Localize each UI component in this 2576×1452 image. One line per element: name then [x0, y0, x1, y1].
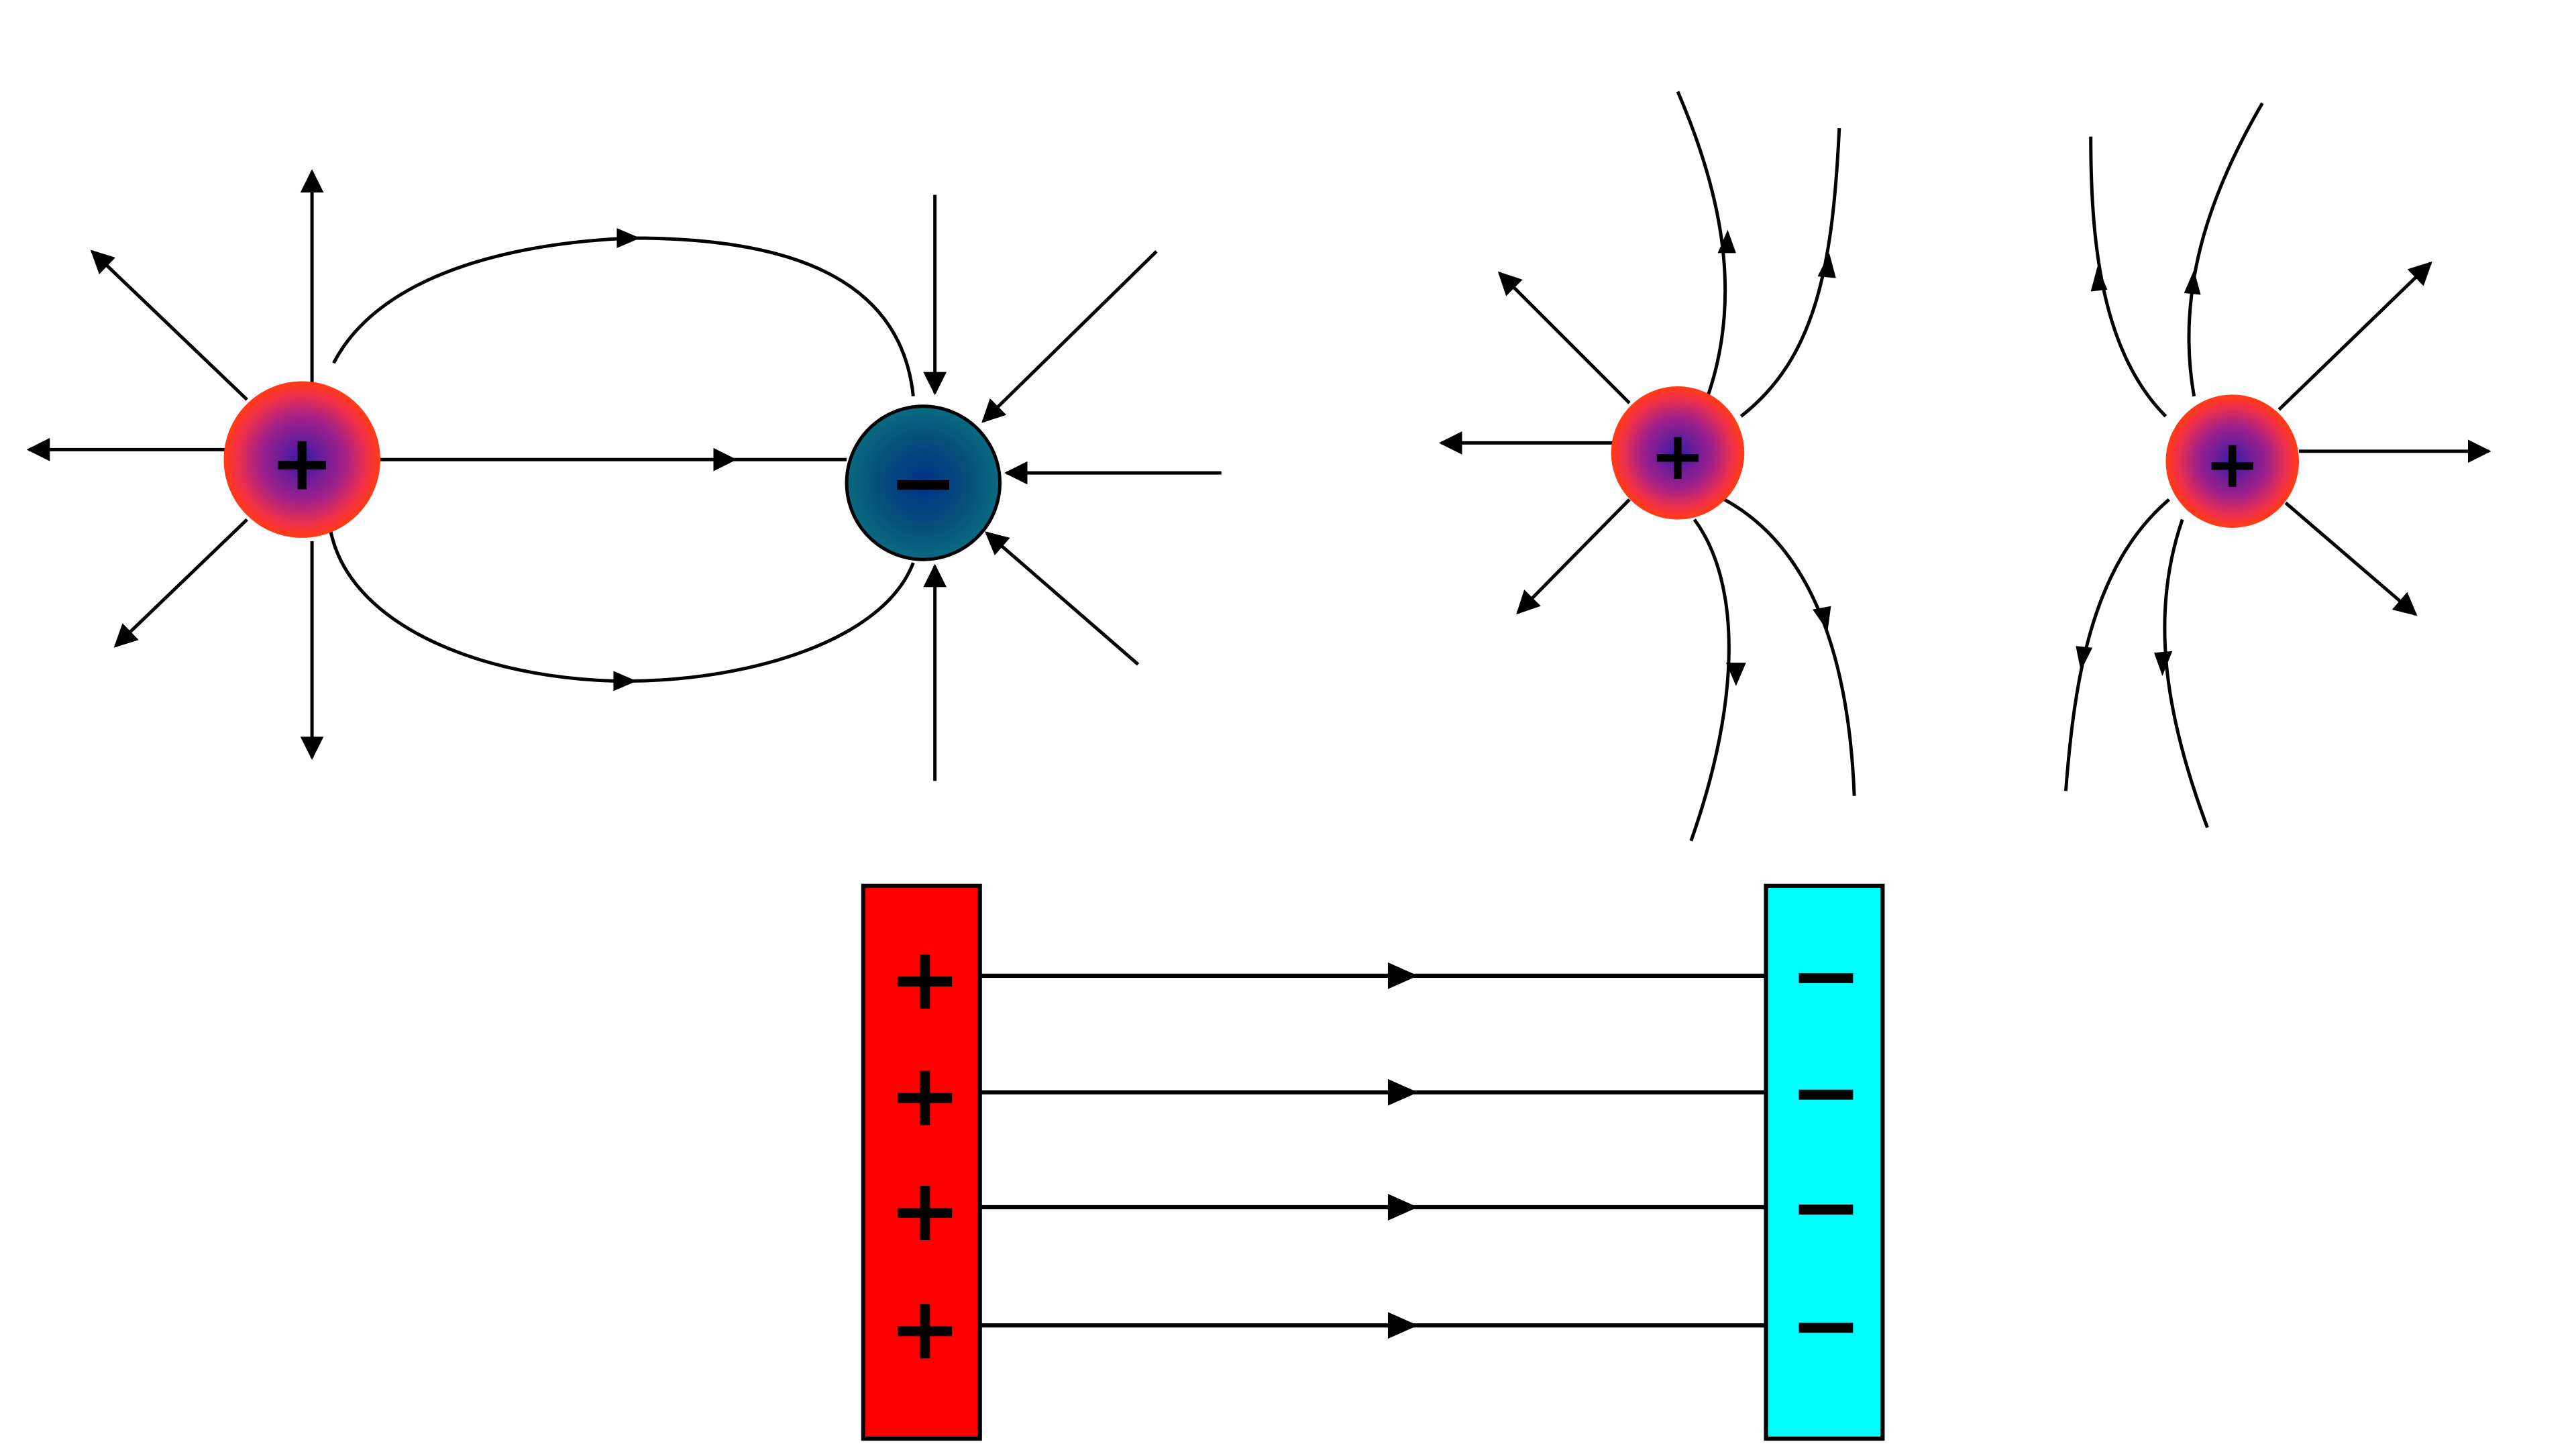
plate-sign: + — [889, 1278, 961, 1379]
field-line — [90, 249, 248, 401]
field-line — [2163, 518, 2209, 828]
arrow-head — [613, 671, 637, 691]
arrow-head — [1717, 229, 1736, 254]
arrow-head — [2090, 266, 2108, 292]
arrow-head — [1387, 1194, 1418, 1221]
charge-sign: + — [270, 418, 334, 508]
field-line — [1689, 518, 1731, 842]
field-line — [1723, 498, 1856, 796]
field-line — [328, 529, 915, 683]
arrow-head — [1387, 1312, 1418, 1339]
field-line — [984, 531, 1140, 666]
plate-sign: + — [889, 1160, 961, 1261]
negative-charge-dipole: − — [845, 404, 1002, 561]
field-line — [2277, 261, 2432, 411]
arrow-head — [1817, 253, 1836, 278]
positive-charge-dipole: + — [223, 381, 380, 538]
arrow-head — [2076, 646, 2093, 671]
positive-plate — [861, 883, 982, 1441]
charge-sign: + — [2204, 426, 2260, 503]
positive-charge-right: + — [2165, 394, 2300, 528]
arrow-head — [2184, 270, 2201, 295]
plate-sign: − — [1790, 1042, 1862, 1143]
field-line — [1676, 91, 1727, 397]
arrow-head — [1725, 663, 1746, 686]
plate-sign: − — [1790, 926, 1862, 1026]
field-line — [1739, 128, 1841, 418]
plate-sign: − — [1790, 1157, 1862, 1258]
plate-sign: + — [889, 929, 961, 1029]
field-line — [113, 518, 248, 648]
field-line — [1497, 271, 1631, 404]
arrow-head — [1387, 1078, 1418, 1106]
charge-sign: − — [888, 435, 958, 531]
arrow-head — [2154, 651, 2173, 676]
field-line — [2089, 136, 2167, 418]
field-line — [2187, 102, 2264, 397]
plate-sign: − — [1790, 1275, 1862, 1376]
arrow-head — [1387, 962, 1418, 989]
field-line — [1516, 498, 1631, 615]
arrow-head — [1813, 606, 1831, 631]
arrow-head — [616, 228, 641, 248]
field-line — [332, 236, 915, 397]
field-line — [981, 250, 1158, 423]
charge-sign: + — [1650, 418, 1705, 495]
field-line — [2063, 498, 2170, 791]
dipole-diagram — [26, 169, 1222, 781]
field-line — [2284, 501, 2418, 616]
positive-charge-left: + — [1611, 386, 1745, 520]
parallel-plates-diagram: + + + + − − − − — [861, 883, 1885, 1441]
negative-plate — [1764, 883, 1885, 1441]
plate-sign: + — [889, 1046, 961, 1146]
like-charges-diagram — [1438, 91, 2491, 842]
